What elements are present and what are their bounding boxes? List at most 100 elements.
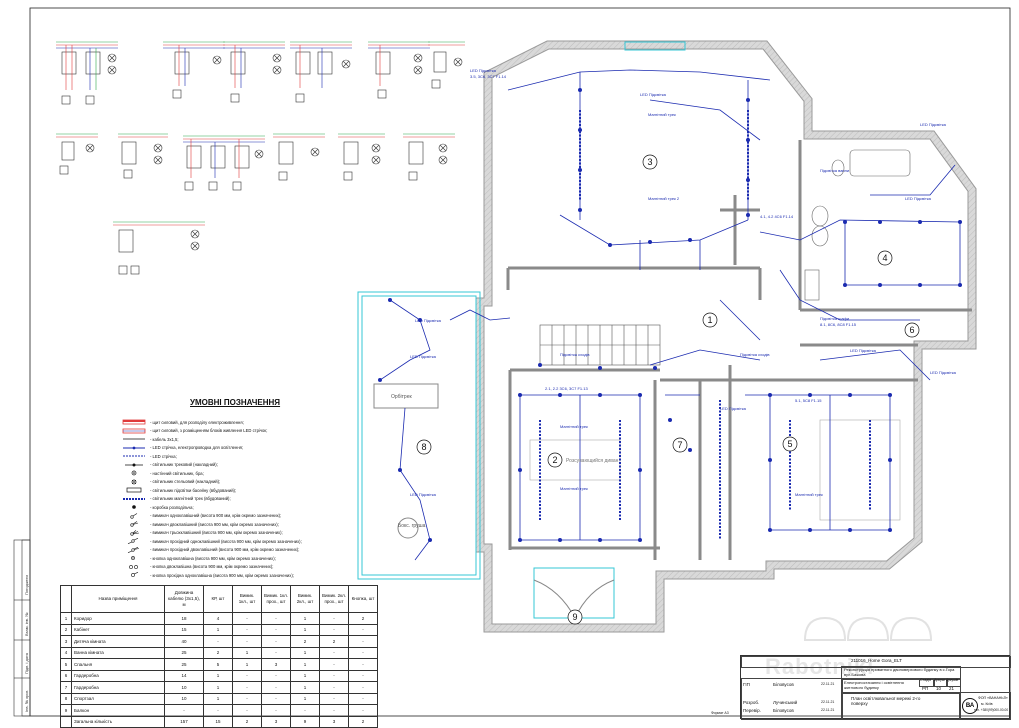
table-cell: 1 xyxy=(290,646,320,659)
cable-icon xyxy=(120,436,148,442)
table-cell: - xyxy=(261,646,291,659)
side-stamp xyxy=(13,539,31,717)
switch-3-icon xyxy=(120,529,148,536)
legend-item-text: - щит силовий, для розподілу електроживл… xyxy=(150,419,244,425)
callout-lamp-led-7: LED Підсвітка xyxy=(410,492,437,497)
format-label: Формат А3 xyxy=(711,711,729,715)
table-header-cell: Вимик. 2кл., шт xyxy=(290,585,320,613)
table-cell: 9 xyxy=(60,704,72,717)
signer-2-date: 22.11.21 xyxy=(821,700,835,704)
sheet-value: 10 xyxy=(936,686,942,691)
callout-circuit-d: 5.1, 5С8 F1.15 xyxy=(795,398,822,403)
project-description: Реконструкція приватного двоповерхового … xyxy=(844,667,955,677)
legend-item: - світильник магнітний трек (вбудований)… xyxy=(120,495,320,504)
wall-lamp-icon xyxy=(120,470,148,476)
button-icon xyxy=(120,555,148,561)
sheets-value: 21 xyxy=(949,686,955,691)
button-2-icon xyxy=(120,564,148,570)
company-logo: ВА xyxy=(962,698,978,714)
downlight-icon xyxy=(120,487,148,493)
table-cell: - xyxy=(261,623,291,636)
table-header-cell: Вимик. 2кл. прох., шт xyxy=(319,585,349,613)
signer-3-name: Біловусов xyxy=(773,708,794,713)
room-8-number: 8 xyxy=(421,442,426,452)
table-cell: 3 xyxy=(261,658,291,671)
table-cell: Ванна кімната xyxy=(71,646,165,659)
switch-1-icon xyxy=(120,512,148,519)
table-cell: Гардеробна xyxy=(71,681,165,694)
legend-item: - світильник підсвітки басейну (вбудован… xyxy=(120,486,320,495)
callout-corridor-2: Підсвітка сходів xyxy=(740,352,770,357)
table-cell: - xyxy=(348,669,378,682)
table-cell: 7 xyxy=(60,681,72,694)
legend-item: - LED стрічка; xyxy=(120,452,320,461)
signer-3-date: 22.11.21 xyxy=(821,708,835,712)
table-cell xyxy=(60,715,72,728)
table-cell: - xyxy=(348,658,378,671)
table-header-cell: Довжина кабелю (3х1,5), м xyxy=(164,585,204,613)
table-cell: - xyxy=(348,646,378,659)
table-cell: - xyxy=(232,669,262,682)
table-cell: 4 xyxy=(203,612,233,625)
table-cell: - xyxy=(232,681,262,694)
callout-magnetic-1: Магнітний трек xyxy=(648,112,676,117)
table-cell: 1 xyxy=(290,669,320,682)
legend-item-text: - кнопка одноклавішна (висота 900 мм, кр… xyxy=(150,555,276,561)
legend-item-text: - вимикач двоклавішний (висота 900 мм, к… xyxy=(150,521,279,527)
table-cell: - xyxy=(261,635,291,648)
side-stamp-label-3: Підп. і дата xyxy=(24,652,29,674)
legend-item-text: - LED стрічка, електропроводка для освіт… xyxy=(150,445,244,451)
signer-1-role: ГІП xyxy=(743,682,750,687)
table-header-cell: Назва приміщення xyxy=(71,585,165,613)
table-cell: - xyxy=(319,623,349,636)
callout-lamp-led-5: LED Підсвітка xyxy=(415,318,442,323)
table-cell: 5 xyxy=(60,658,72,671)
callout-lamp-led-8: LED Підсвітка xyxy=(720,406,747,411)
table-cell: - xyxy=(261,692,291,705)
signer-1-date: 22.11.21 xyxy=(821,682,835,686)
legend-item: - кнопка двоклавішна (висота 900 мм, крі… xyxy=(120,563,320,572)
table-cell: Коридор xyxy=(71,612,165,625)
callout-lamp-led-3: LED Підсвітка xyxy=(905,196,932,201)
legend-item-text: - кнопка прохідна одноклавішна (висота 9… xyxy=(150,572,294,578)
table-header-cell: Кнопка, шт xyxy=(348,585,378,613)
callout-circuit-c: 2.1, 2.2 3С6, 3С7 F1.13 xyxy=(545,386,588,391)
legend-item: - світильник трековий (накладний); xyxy=(120,461,320,470)
table-cell: 1 xyxy=(203,669,233,682)
switch-2-icon xyxy=(120,521,148,527)
callout-lamp-led-1: LED Підсвітка xyxy=(470,68,497,73)
table-cell: 4 xyxy=(60,646,72,659)
callout-corridor: Підсвітка сходів xyxy=(560,352,590,357)
table-cell: 2 xyxy=(232,715,262,728)
legend-item: - вимикач двоклавішний (висота 900 мм, к… xyxy=(120,520,320,529)
legend-item-text: - щит силовий, з розміщенням блоків живл… xyxy=(150,428,268,434)
table-cell: - xyxy=(319,658,349,671)
table-header-cell xyxy=(60,585,72,613)
table-cell: 8 xyxy=(60,692,72,705)
interior-walls xyxy=(506,140,972,560)
legend-item: - вимикач прохідний двоклавішний (висота… xyxy=(120,546,320,555)
room-6-number: 6 xyxy=(909,325,914,335)
gym-glazing xyxy=(357,291,481,580)
callout-magnetic-3: Магнітний трек xyxy=(560,424,588,429)
pass-switch-1-icon xyxy=(120,538,148,545)
room-3-number: 3 xyxy=(647,157,652,167)
table-cell: - xyxy=(232,635,262,648)
table-cell: - xyxy=(261,681,291,694)
signer-3-role: Перевір. xyxy=(743,708,761,713)
gym-equipment-label: Орбітрек xyxy=(391,394,412,400)
table-cell: - xyxy=(203,635,233,648)
callout-lamp-led-2: LED Підсвітка xyxy=(640,92,667,97)
ceiling-lamp-icon xyxy=(120,479,148,485)
legend-item: - світильник стельовий (накладний); xyxy=(120,478,320,487)
sheet-frame xyxy=(29,7,1011,717)
table-cell: - xyxy=(232,612,262,625)
led-line-icon xyxy=(120,453,148,459)
